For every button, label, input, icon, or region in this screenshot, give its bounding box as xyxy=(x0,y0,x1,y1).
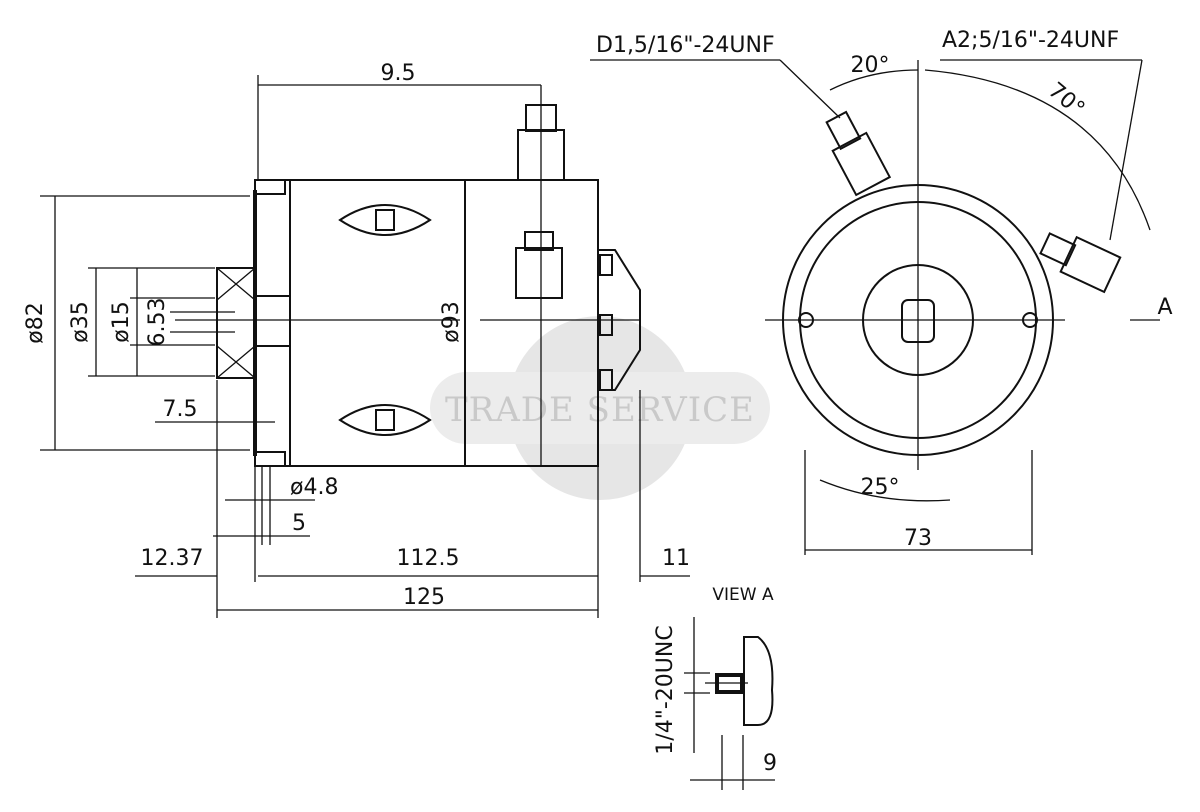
angle-70: 70° xyxy=(1043,78,1089,122)
svg-text:TRADE SERVICE: TRADE SERVICE xyxy=(445,390,755,430)
dim-dia-35: ø35 xyxy=(68,301,93,342)
dim-12-37: 12.37 xyxy=(141,546,204,571)
view-a xyxy=(684,617,775,790)
watermark: TRADE SERVICE xyxy=(430,316,770,500)
end-view xyxy=(590,59,1160,555)
dim-dia-93: ø93 xyxy=(439,301,464,342)
terminal-d1-label: D1,5/16"-24UNF xyxy=(596,33,775,58)
thread-label: 1/4"-20UNC xyxy=(653,625,678,754)
angle-20: 20° xyxy=(851,53,890,78)
angle-25: 25° xyxy=(861,475,900,500)
dim-6-53: 6.53 xyxy=(145,298,170,347)
view-a-marker: A xyxy=(1157,295,1172,320)
dim-dia-4-8: ø4.8 xyxy=(290,475,338,500)
dim-5: 5 xyxy=(292,511,306,536)
dim-112-5: 112.5 xyxy=(397,546,460,571)
dim-7-5: 7.5 xyxy=(163,397,198,422)
dim-125: 125 xyxy=(403,585,445,610)
dim-73: 73 xyxy=(904,526,932,551)
view-a-title: VIEW A xyxy=(712,585,774,605)
dim-dia-82: ø82 xyxy=(23,302,48,343)
terminal-a2-label: A2;5/16"-24UNF xyxy=(942,28,1119,53)
dim-9-5: 9.5 xyxy=(381,61,416,86)
dim-9-view-a: 9 xyxy=(763,751,777,776)
dim-dia-15: ø15 xyxy=(109,301,134,342)
side-view xyxy=(40,75,690,618)
dim-11: 11 xyxy=(662,546,690,571)
